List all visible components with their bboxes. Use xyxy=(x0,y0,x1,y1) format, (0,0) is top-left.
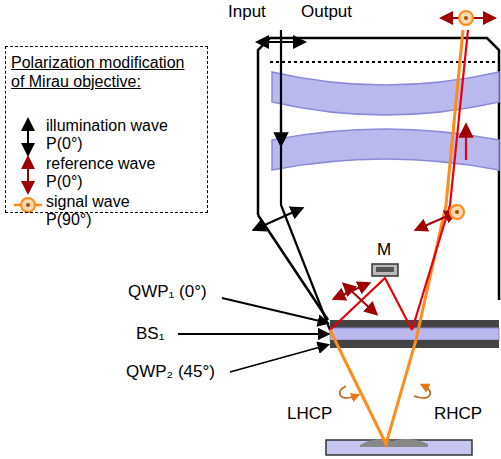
leader-arrow xyxy=(178,298,324,372)
legend-sample xyxy=(14,124,42,212)
legend-entry: signal wave P(90°) xyxy=(46,193,171,231)
legend-entry: illumination wave P(0°) xyxy=(46,117,171,155)
legend: illumination wave P(0°)reference wave P(… xyxy=(46,117,171,231)
circular-polarization-arrow xyxy=(340,386,431,398)
beam-label: Input xyxy=(228,2,266,22)
polarization-label: LHCP xyxy=(287,404,332,424)
lens xyxy=(272,72,499,170)
part-label: QWP₁ (0°) xyxy=(128,282,207,302)
polarization-label: RHCP xyxy=(434,404,482,424)
legend-title: Polarization modification of Mirau objec… xyxy=(6,47,207,97)
sample xyxy=(326,439,472,455)
part-label: BS₁ xyxy=(136,324,164,344)
part-label: M xyxy=(377,240,391,260)
polarization-symbol xyxy=(258,11,490,311)
beams xyxy=(281,30,468,444)
beam-label: Output xyxy=(301,2,352,22)
legend-entry: reference wave P(0°) xyxy=(46,155,171,193)
reference-mirror xyxy=(372,264,398,276)
part-label: QWP₂ (45°) xyxy=(126,362,215,382)
